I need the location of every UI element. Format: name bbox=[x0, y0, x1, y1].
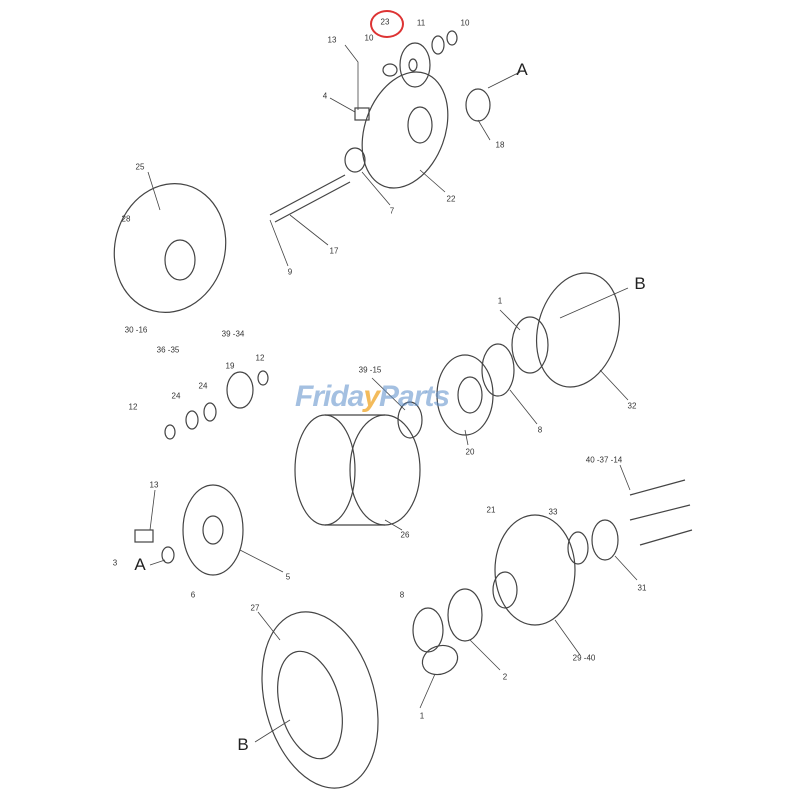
part-33-seal bbox=[567, 531, 589, 565]
label-10[interactable]: 10 bbox=[460, 18, 470, 28]
watermark: FridayParts bbox=[295, 380, 450, 413]
part-20-gear bbox=[436, 354, 494, 436]
part-19-gear bbox=[226, 371, 254, 409]
label-11[interactable]: 11 bbox=[416, 18, 426, 28]
part-24-bearing bbox=[185, 402, 217, 430]
label-24[interactable]: 24 bbox=[171, 391, 181, 401]
label-29-40[interactable]: 29 -40 bbox=[572, 653, 596, 663]
label-9[interactable]: 9 bbox=[287, 267, 293, 277]
label-a: A bbox=[134, 555, 146, 574]
part-25-housing bbox=[113, 183, 227, 313]
label-13[interactable]: 13 bbox=[327, 35, 337, 45]
part-40-37-14-bolts bbox=[629, 479, 693, 546]
part-1-ring bbox=[421, 316, 549, 676]
part-10-washer bbox=[382, 30, 458, 77]
label-32[interactable]: 32 bbox=[627, 401, 637, 411]
part-2-bearing bbox=[447, 588, 483, 642]
label-24[interactable]: 24 bbox=[198, 381, 208, 391]
label-7[interactable]: 7 bbox=[389, 206, 395, 216]
highlight-circle bbox=[370, 10, 404, 38]
part-32-seal bbox=[535, 272, 621, 388]
label-23[interactable]: 23 bbox=[380, 17, 390, 27]
label-27[interactable]: 27 bbox=[250, 603, 260, 613]
part-21-hub bbox=[492, 514, 576, 626]
part-4-pin bbox=[354, 107, 370, 121]
label-1[interactable]: 1 bbox=[419, 711, 425, 721]
label-2[interactable]: 2 bbox=[502, 672, 508, 682]
label-18[interactable]: 18 bbox=[495, 140, 505, 150]
label-28[interactable]: 28 bbox=[121, 214, 131, 224]
part-11-bearing bbox=[431, 35, 445, 55]
part-39-15-plate bbox=[397, 401, 423, 439]
label-12[interactable]: 12 bbox=[128, 402, 138, 412]
label-1[interactable]: 1 bbox=[497, 296, 503, 306]
part-8-bearing bbox=[412, 343, 515, 653]
part-23-gear bbox=[399, 42, 431, 88]
label-b: B bbox=[237, 735, 249, 754]
label-5[interactable]: 5 bbox=[285, 572, 291, 582]
label-20[interactable]: 20 bbox=[465, 447, 475, 457]
label-39-15[interactable]: 39 -15 bbox=[358, 365, 382, 375]
label-13[interactable]: 13 bbox=[149, 480, 159, 490]
label-17[interactable]: 17 bbox=[329, 246, 339, 256]
part-7-washer bbox=[344, 147, 366, 173]
label-19[interactable]: 19 bbox=[225, 361, 235, 371]
label-a: A bbox=[516, 60, 528, 79]
part-6-washer bbox=[161, 546, 175, 564]
label-31[interactable]: 31 bbox=[637, 583, 647, 593]
label-40-37-14[interactable]: 40 -37 -14 bbox=[585, 455, 623, 465]
part-18-gear bbox=[465, 88, 491, 122]
label-8[interactable]: 8 bbox=[399, 590, 405, 600]
part-12-washer bbox=[164, 370, 269, 440]
label-10[interactable]: 10 bbox=[364, 33, 374, 43]
label-12[interactable]: 12 bbox=[255, 353, 265, 363]
label-4[interactable]: 4 bbox=[322, 91, 328, 101]
part-17-shaft bbox=[269, 174, 351, 223]
leader-lines bbox=[147, 44, 638, 743]
label-22[interactable]: 22 bbox=[446, 194, 456, 204]
label-25[interactable]: 25 bbox=[135, 162, 145, 172]
label-30-16[interactable]: 30 -16 bbox=[124, 325, 148, 335]
label-8[interactable]: 8 bbox=[537, 425, 543, 435]
part-5-carrier bbox=[182, 484, 244, 576]
label-3[interactable]: 3 bbox=[112, 558, 118, 568]
part-26-ring-gear bbox=[294, 414, 421, 526]
part-22-carrier bbox=[361, 71, 449, 189]
label-b: B bbox=[634, 274, 646, 293]
label-21[interactable]: 21 bbox=[486, 505, 496, 515]
part-27-housing bbox=[261, 611, 379, 789]
part-3-pin bbox=[134, 529, 154, 543]
label-36-35[interactable]: 36 -35 bbox=[156, 345, 180, 355]
label-26[interactable]: 26 bbox=[400, 530, 410, 540]
label-39-34[interactable]: 39 -34 bbox=[221, 329, 245, 339]
part-31-seal bbox=[591, 519, 619, 561]
label-33[interactable]: 33 bbox=[548, 507, 558, 517]
label-6[interactable]: 6 bbox=[190, 590, 196, 600]
